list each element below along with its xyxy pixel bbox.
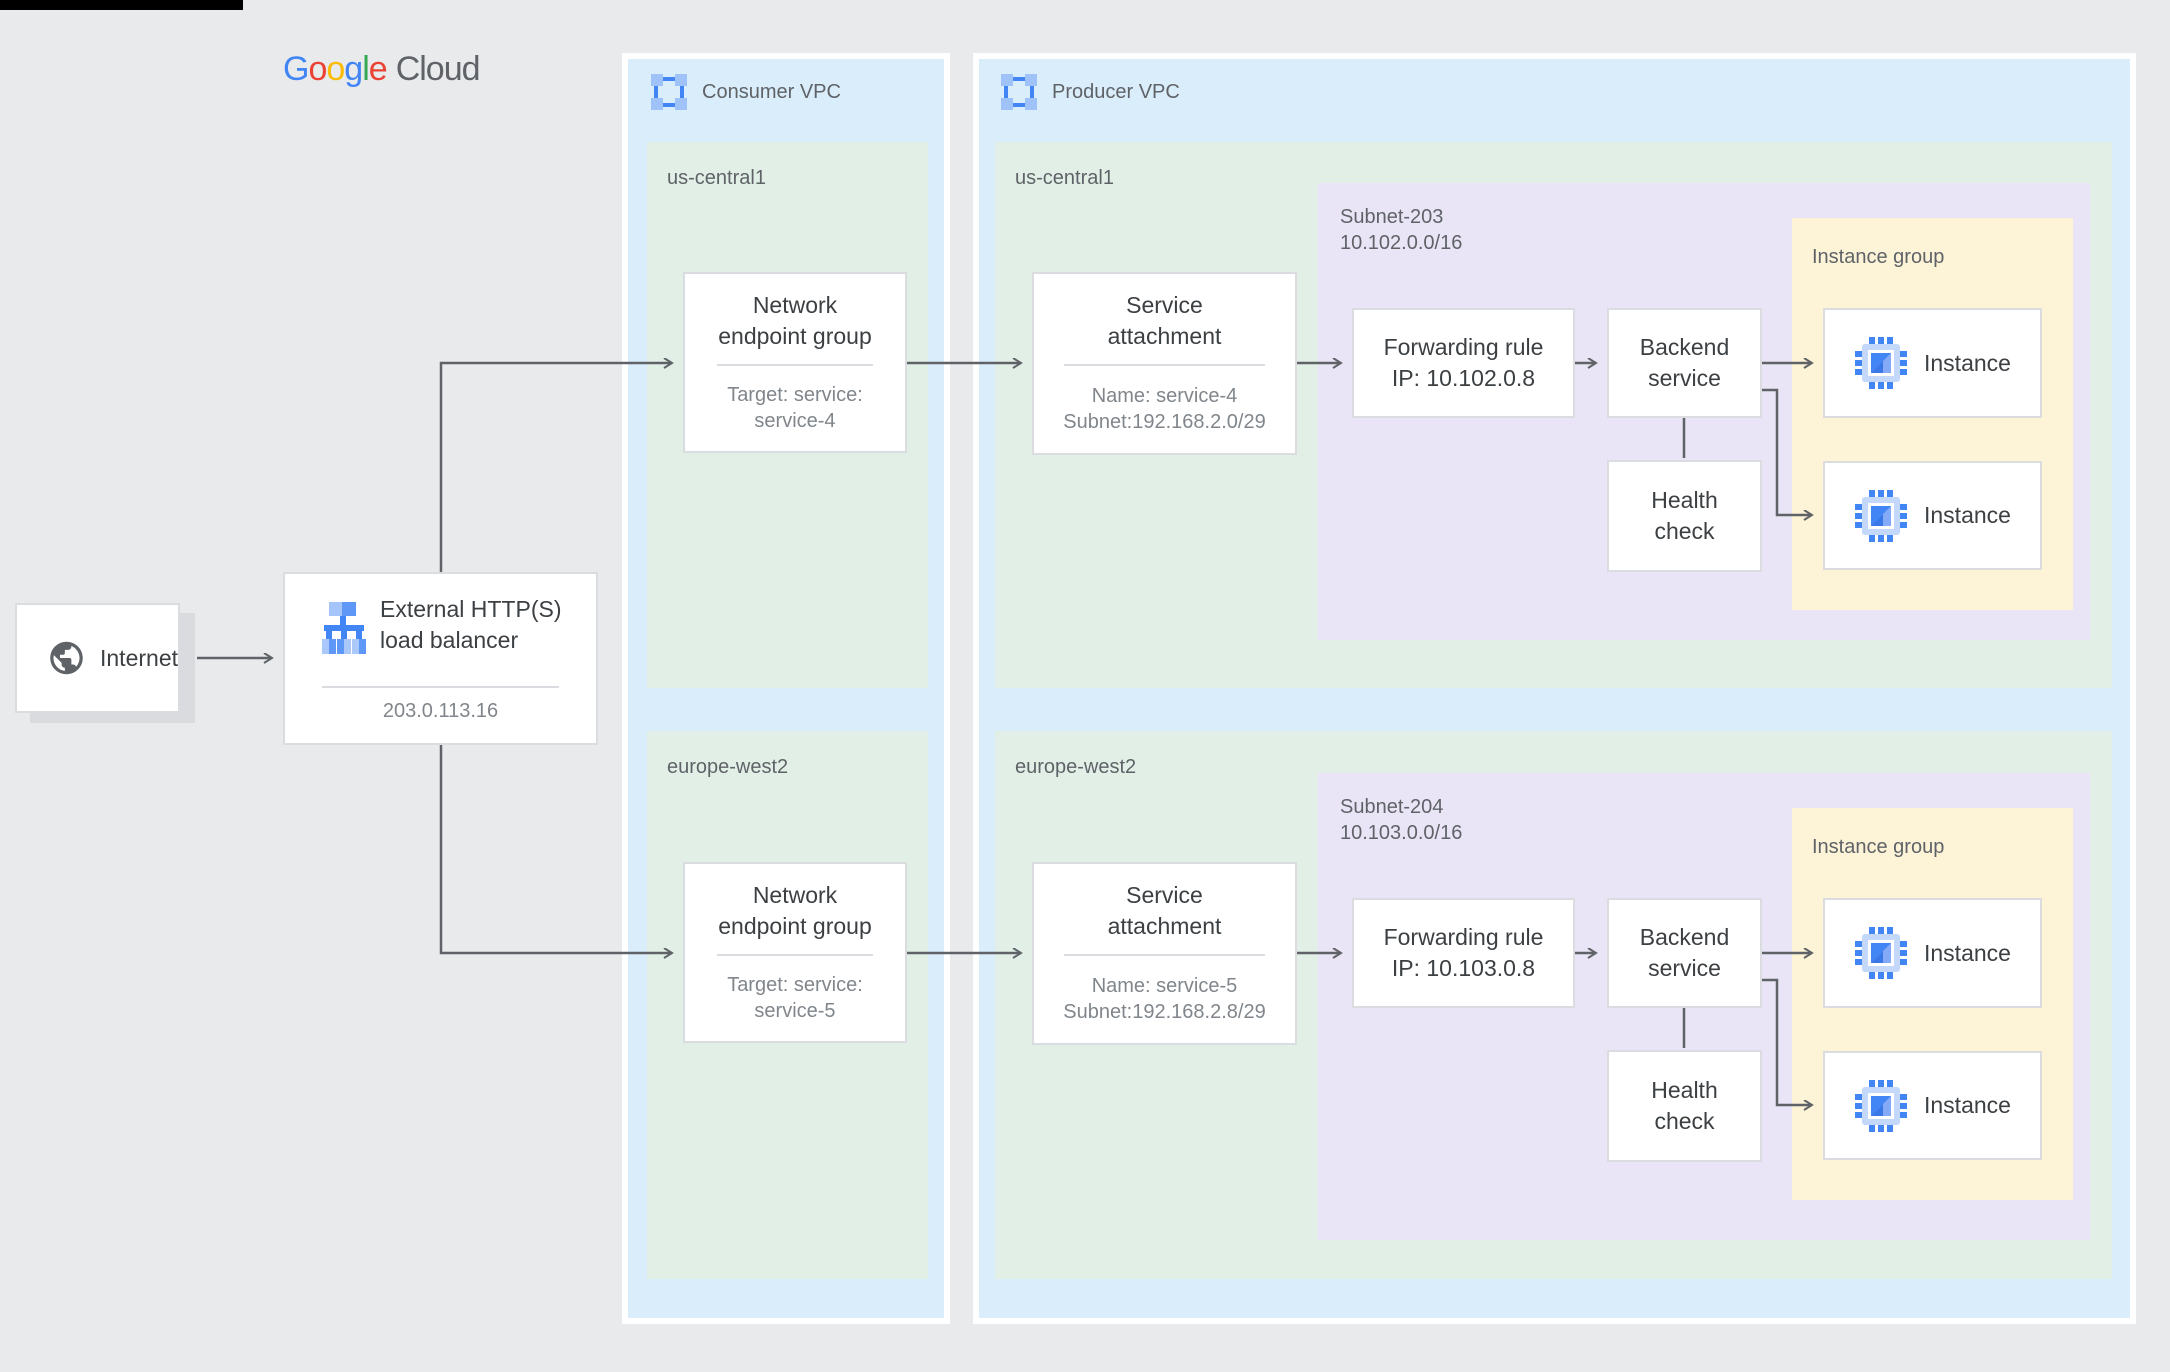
load-balancer-icon (322, 602, 366, 654)
forwarding-rule-box: Forwarding rule IP: 10.102.0.8 (1352, 308, 1575, 418)
neg-target-line2: service-5 (754, 1000, 836, 1022)
hc-title-line2: check (1654, 1108, 1715, 1134)
top-left-black-bar (0, 0, 243, 10)
neg-target-line2: service-4 (754, 410, 836, 432)
fr-title: Forwarding rule (1383, 334, 1544, 360)
service-attachment-box: Service attachment Name: service-4 Subne… (1032, 272, 1297, 455)
internet-box: Internet (15, 603, 180, 713)
bs-title-line2: service (1648, 955, 1721, 981)
backend-service-box: Backend service (1607, 898, 1762, 1008)
instance-box: Instance (1823, 308, 2042, 418)
instance-box: Instance (1823, 461, 2042, 570)
logo-letter: G (283, 50, 309, 88)
divider (322, 686, 559, 688)
logo-letter: o (326, 50, 345, 88)
sa-subnet: Subnet:192.168.2.8/29 (1063, 1001, 1266, 1023)
instance-group-label: Instance group (1812, 836, 1945, 858)
fr-ip: IP: 10.103.0.8 (1391, 955, 1536, 981)
logo-letter: e (368, 50, 388, 88)
logo-letter: l (362, 50, 370, 88)
service-attachment-box: Service attachment Name: service-5 Subne… (1032, 862, 1297, 1045)
instance-label: Instance (1924, 349, 2011, 376)
producer-vpc-label: Producer VPC (1052, 81, 1180, 103)
compute-instance-icon (1855, 337, 1907, 389)
divider (1064, 364, 1265, 366)
subnet-label: Subnet-203 10.102.0.0/16 (1340, 204, 1462, 256)
sa-title-line1: Service (1126, 882, 1203, 908)
divider (717, 364, 873, 366)
logo-letter: g (344, 50, 363, 88)
sa-title-line2: attachment (1107, 913, 1222, 939)
subnet-cidr: 10.103.0.0/16 (1340, 822, 1463, 844)
region-label: us-central1 (1015, 167, 1114, 189)
health-check-box: Health check (1607, 1050, 1762, 1162)
hc-title-line1: Health (1651, 1077, 1718, 1103)
sa-title-line2: attachment (1107, 323, 1222, 349)
subnet-name: Subnet-204 (1340, 796, 1444, 818)
instance-box: Instance (1823, 898, 2042, 1008)
divider (717, 954, 873, 956)
subnet-label: Subnet-204 10.103.0.0/16 (1340, 794, 1462, 846)
external-load-balancer-box: External HTTP(S) load balancer 203.0.113… (283, 572, 598, 745)
divider (1064, 954, 1265, 956)
vpc-network-icon (651, 74, 687, 110)
fr-title: Forwarding rule (1383, 924, 1544, 950)
compute-instance-icon (1855, 927, 1907, 979)
subnet-name: Subnet-203 (1340, 206, 1444, 228)
logo-letter: o (308, 50, 327, 88)
network-endpoint-group-box: Network endpoint group Target: service: … (683, 272, 907, 453)
region-label: us-central1 (667, 167, 766, 189)
neg-target-line1: Target: service: (727, 384, 863, 406)
neg-title-line2: endpoint group (718, 913, 872, 939)
bs-title-line1: Backend (1639, 334, 1730, 360)
hc-title-line1: Health (1651, 487, 1718, 513)
bs-title-line2: service (1648, 365, 1721, 391)
region-label: europe-west2 (667, 756, 789, 778)
compute-instance-icon (1855, 489, 1907, 542)
lb-title-line1: External HTTP(S) (380, 596, 562, 622)
backend-service-box: Backend service (1607, 308, 1762, 418)
neg-title-line1: Network (752, 292, 838, 318)
health-check-box: Health check (1607, 460, 1762, 572)
logo-cloud-text: Cloud (395, 50, 481, 88)
lb-title-line2: load balancer (380, 627, 519, 653)
lb-ip-address: 203.0.113.16 (382, 700, 499, 722)
compute-instance-icon (1855, 1079, 1907, 1132)
sa-title-line1: Service (1126, 292, 1203, 318)
sa-name: Name: service-4 (1091, 385, 1238, 407)
instance-box: Instance (1823, 1051, 2042, 1160)
instance-label: Instance (1924, 1092, 2011, 1118)
subnet-cidr: 10.102.0.0/16 (1340, 232, 1463, 254)
sa-subnet: Subnet:192.168.2.0/29 (1063, 411, 1266, 433)
region-label: europe-west2 (1015, 756, 1137, 778)
instance-label: Instance (1924, 939, 2011, 966)
internet-label: Internet (100, 644, 178, 671)
neg-target-line1: Target: service: (727, 974, 863, 996)
neg-title-line2: endpoint group (718, 323, 872, 349)
bs-title-line1: Backend (1639, 924, 1730, 950)
forwarding-rule-box: Forwarding rule IP: 10.103.0.8 (1352, 898, 1575, 1008)
consumer-vpc-label: Consumer VPC (702, 81, 841, 103)
sa-name: Name: service-5 (1091, 975, 1238, 997)
neg-title-line1: Network (752, 882, 838, 908)
instance-group-label: Instance group (1812, 246, 1945, 268)
fr-ip: IP: 10.102.0.8 (1391, 365, 1536, 391)
network-endpoint-group-box: Network endpoint group Target: service: … (683, 862, 907, 1043)
instance-label: Instance (1924, 502, 2011, 528)
vpc-network-icon (1001, 74, 1037, 110)
hc-title-line2: check (1654, 518, 1715, 544)
globe-icon (50, 641, 83, 675)
